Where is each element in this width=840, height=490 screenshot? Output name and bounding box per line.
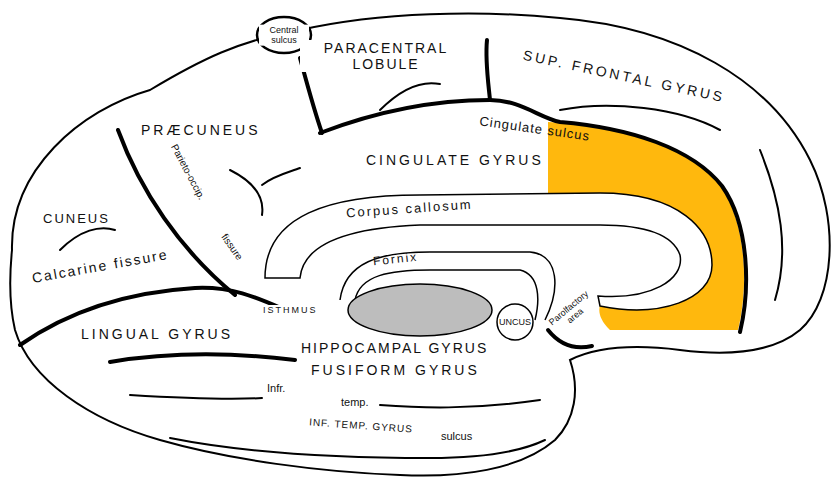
- anatomy-label: CUNEUS: [42, 212, 111, 227]
- anatomy-label: ISTHMUS: [262, 305, 319, 315]
- anatomy-label: PARACENTRAL LOBULE: [300, 40, 472, 72]
- anatomy-label: sulcus: [440, 430, 473, 443]
- uncus-outline: [497, 304, 533, 340]
- anatomy-label: UNCUS: [498, 317, 532, 327]
- anatomy-label: HIPPOCAMPAL GYRUS: [300, 340, 489, 356]
- anatomy-label: Infr.: [266, 382, 286, 395]
- anatomy-label: temp.: [340, 396, 370, 409]
- thalamus: [348, 284, 492, 336]
- anatomy-label: LINGUAL GYRUS: [80, 326, 234, 342]
- brain-outline: [10, 14, 830, 476]
- anatomy-label: CINGULATE GYRUS: [365, 152, 545, 168]
- minor-sulci: [60, 83, 782, 458]
- major-sulci: [20, 40, 746, 362]
- anatomy-label: FUSIFORM GYRUS: [310, 362, 481, 378]
- anatomy-label: PRÆCUNEUS: [140, 122, 262, 138]
